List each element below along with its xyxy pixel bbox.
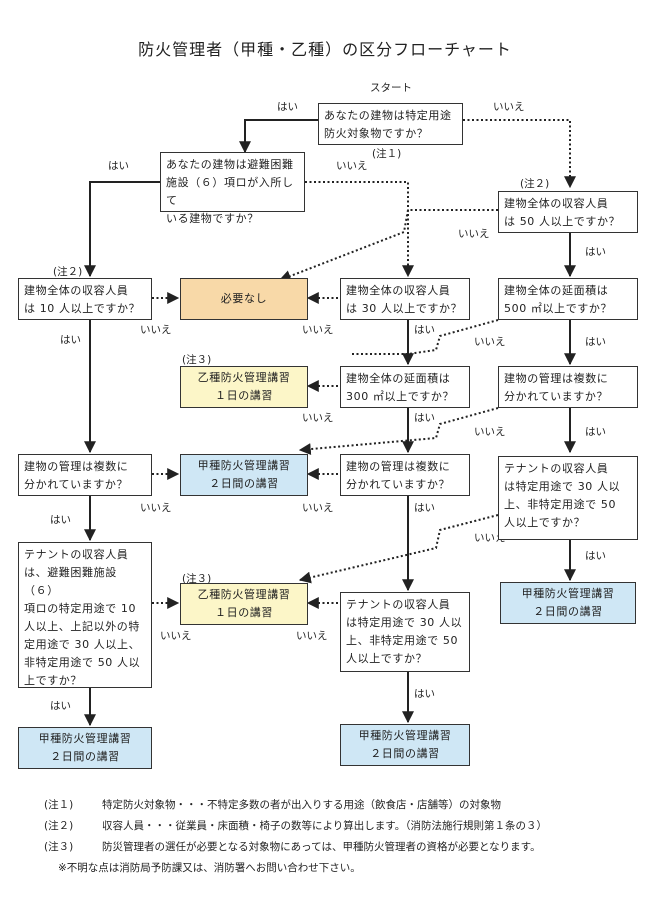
yes-label: はい	[585, 246, 606, 258]
note-mark-3: (注３)	[182, 573, 212, 585]
no-label: いいえ	[474, 532, 506, 544]
question-multiple-management-right: 建物の管理は複数に 分かれていますか？	[498, 366, 638, 408]
question-tenant-capacity-right: テナントの収容人員 は特定用途で 30 人以 上、非特定用途で 50 人以上です…	[498, 456, 638, 540]
yes-label: はい	[414, 688, 435, 700]
question-multiple-management-left: 建物の管理は複数に 分かれていますか？	[18, 454, 152, 496]
no-arrow	[463, 119, 576, 189]
yes-label: はい	[585, 550, 606, 562]
start-label: スタート	[370, 82, 412, 94]
no-label: いいえ	[302, 502, 334, 514]
note-mark-2: (注２)	[520, 178, 550, 190]
question-area-500-right: 建物全体の延面積は 500 ㎡以上ですか？	[498, 278, 638, 320]
no-label: いいえ	[474, 336, 506, 348]
yes-label: はい	[277, 101, 298, 113]
question-tenant-capacity-left: テナントの収容人員 は、避難困難施設（６） 項ロの特定用途で 10 人以上、上記…	[18, 542, 152, 688]
no-label: いいえ	[296, 630, 328, 642]
note-mark-2: (注２)	[53, 266, 83, 278]
page-title: 防火管理者（甲種・乙種）の区分フローチャート	[138, 40, 512, 59]
footnote-1: (注１) 特定防火対象物・・・不特定多数の者が出入りする用途（飲食店・店舗等）の…	[44, 799, 501, 811]
yes-label: はい	[50, 700, 71, 712]
question-specific-use: あなたの建物は特定用途 防火対象物ですか？	[318, 103, 463, 145]
yes-label: はい	[414, 412, 435, 424]
question-capacity-10-left: 建物全体の収容人員 は 10 人以上ですか？	[18, 278, 152, 320]
result-otsu-course-2: 乙種防火管理講習 １日の講習	[180, 583, 308, 625]
footnote-2: (注２) 収容人員・・・従業員・床面積・椅子の数等により算出します。（消防法施行…	[44, 820, 547, 832]
note-mark-1: (注１)	[372, 148, 402, 160]
yes-label: はい	[414, 324, 435, 336]
question-multiple-management-middle: 建物の管理は複数に 分かれていますか？	[340, 454, 470, 496]
result-not-needed: 必要なし	[180, 278, 308, 320]
question-capacity-30-middle: 建物全体の収容人員 は 30 人以上ですか？	[340, 278, 470, 320]
no-label: いいえ	[302, 412, 334, 424]
no-arrow	[278, 209, 498, 282]
result-kou-course-right: 甲種防火管理講習 ２日間の講習	[500, 582, 636, 624]
no-label: いいえ	[458, 228, 490, 240]
yes-label: はい	[585, 336, 606, 348]
no-label: いいえ	[493, 101, 525, 113]
yes-label: はい	[585, 426, 606, 438]
yes-label: はい	[108, 160, 129, 172]
question-capacity-50-right: 建物全体の収容人員 は 50 人以上ですか？	[498, 191, 638, 233]
footnotes: (注１) 特定防火対象物・・・不特定多数の者が出入りする用途（飲食店・店舗等）の…	[44, 795, 547, 879]
result-kou-course-1: 甲種防火管理講習 ２日間の講習	[180, 454, 308, 496]
no-label: いいえ	[160, 630, 192, 642]
footnote-3: (注３) 防災管理者の選任が必要となる対象物にあっては、甲種防火管理者の資格が必…	[44, 841, 541, 853]
question-area-300-middle: 建物全体の延面積は 300 ㎡以上ですか？	[340, 366, 470, 408]
no-label: いいえ	[474, 426, 506, 438]
contact-note: ※不明な点は消防局予防課又は、消防署へお問い合わせ下さい。	[58, 862, 361, 874]
no-label: いいえ	[336, 160, 368, 172]
yes-label: はい	[60, 334, 81, 346]
result-kou-course-middle: 甲種防火管理講習 ２日間の講習	[340, 724, 470, 766]
yes-arrow	[84, 181, 160, 278]
note-mark-3: (注３)	[182, 354, 212, 366]
yes-label: はい	[50, 514, 71, 526]
yes-arrow	[239, 119, 318, 154]
no-label: いいえ	[302, 324, 334, 336]
result-otsu-course-1: 乙種防火管理講習 １日の講習	[180, 366, 308, 408]
no-arrow	[305, 181, 414, 278]
no-label: いいえ	[140, 502, 172, 514]
question-evacuation-facility: あなたの建物は避難困難 施設（６）項ロが入所して いる建物ですか？	[160, 152, 305, 225]
no-label: いいえ	[140, 324, 172, 336]
no-arrow	[298, 514, 499, 584]
question-tenant-capacity-middle: テナントの収容人員 は特定用途で 30 人以 上、非特定用途で 50 人以上です…	[340, 592, 470, 672]
yes-label: はい	[414, 502, 435, 514]
result-kou-course-left: 甲種防火管理講習 ２日間の講習	[18, 727, 152, 769]
